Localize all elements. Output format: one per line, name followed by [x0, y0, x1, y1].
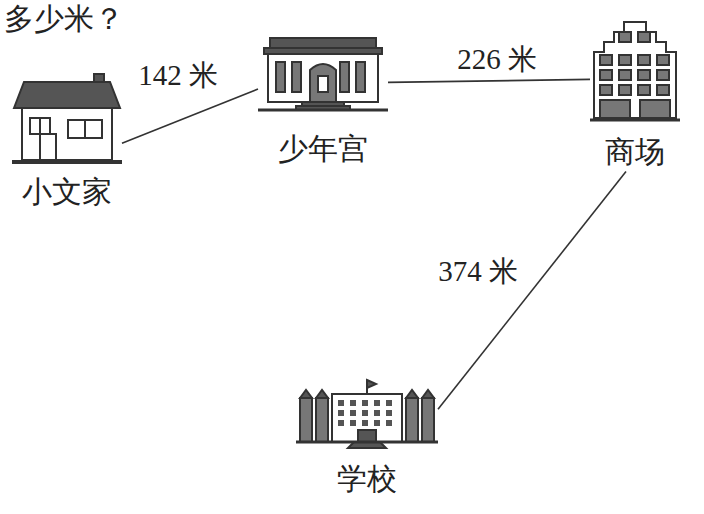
- place-node: 学校: [296, 378, 438, 499]
- road-line: [438, 172, 626, 410]
- road-line: [388, 79, 590, 82]
- place-name: 商场: [605, 135, 665, 170]
- road-line: [122, 89, 258, 143]
- distance-label: 142 米: [135, 60, 221, 92]
- building-icon: [12, 72, 122, 167]
- place-node: 小文家: [12, 72, 122, 212]
- building-icon: [258, 36, 388, 114]
- building-icon: [296, 378, 438, 450]
- place-name: 少年宫: [278, 132, 368, 167]
- place-node: 商场: [590, 18, 680, 172]
- place-node: 少年宫: [258, 36, 388, 169]
- place-name: 小文家: [22, 175, 112, 210]
- distance-label: 374 米: [435, 256, 521, 288]
- place-name: 学校: [337, 462, 397, 497]
- distance-label: 226 米: [454, 44, 540, 76]
- building-icon: [590, 18, 680, 123]
- question-text: 多少米？: [4, 2, 124, 35]
